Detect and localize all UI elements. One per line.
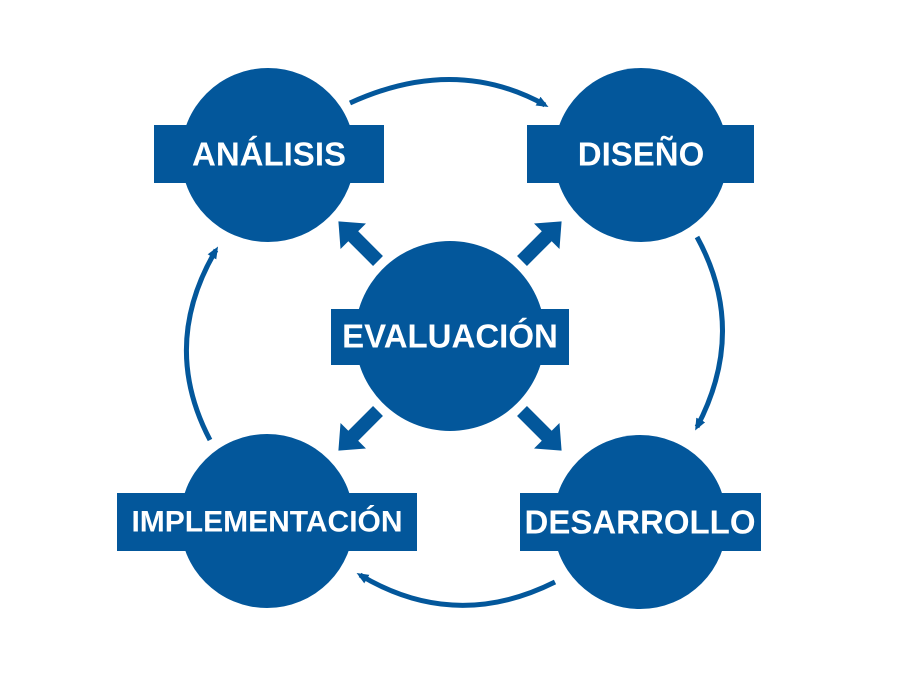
node-diseno: DISEÑO xyxy=(527,68,754,242)
arrow-analisis-to-diseno xyxy=(348,77,549,108)
node-analisis-label: ANÁLISIS xyxy=(192,136,346,173)
node-analisis: ANÁLISIS xyxy=(154,68,384,242)
arrow-desarrollo-to-implementacion xyxy=(356,572,557,608)
node-diseno-label: DISEÑO xyxy=(578,136,705,173)
arrow-evaluacion-to-implementacion xyxy=(338,406,383,451)
node-implementacion-label: IMPLEMENTACIÓN xyxy=(131,505,402,539)
node-evaluacion: EVALUACIÓN xyxy=(331,241,569,431)
arrow-implementacion-to-analisis xyxy=(183,246,219,442)
node-implementacion: IMPLEMENTACIÓN xyxy=(117,434,417,608)
evaluation-arrows xyxy=(338,221,562,451)
arrow-evaluacion-to-desarrollo xyxy=(517,406,562,451)
node-analisis-band xyxy=(154,125,384,183)
node-desarrollo-label: DESARROLLO xyxy=(525,504,756,541)
node-desarrollo-band xyxy=(520,493,761,551)
arrow-evaluacion-to-diseno xyxy=(517,221,562,266)
node-evaluacion-band xyxy=(331,309,569,365)
node-diseno-band xyxy=(527,125,754,183)
arrow-evaluacion-to-analisis xyxy=(338,221,383,266)
node-implementacion-band xyxy=(117,493,417,551)
cycle-arrows xyxy=(183,77,725,608)
node-evaluacion-label: EVALUACIÓN xyxy=(342,318,558,355)
arrow-diseno-to-desarrollo xyxy=(694,235,725,431)
node-desarrollo: DESARROLLO xyxy=(520,435,761,609)
